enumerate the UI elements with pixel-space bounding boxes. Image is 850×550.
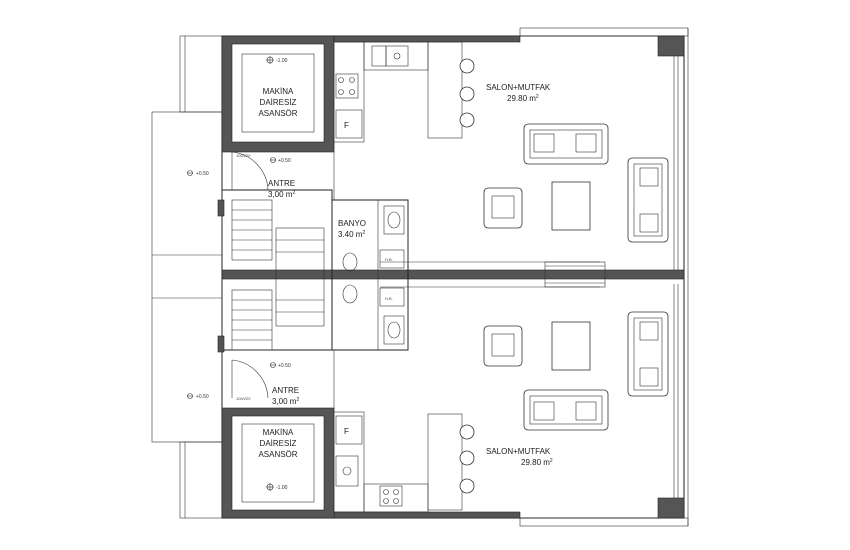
fridge-bottom-label: F — [344, 427, 349, 436]
elevator-bottom-level: -1.00 — [276, 485, 288, 491]
elevator-top-label-1: MAKİNA — [263, 87, 294, 96]
antre-bottom-area-value: 3,00 m — [272, 397, 297, 406]
elevator-bottom-label-2: DAİRESİZ — [260, 439, 297, 448]
elevator-bottom-label-3: ASANSÖR — [258, 450, 297, 459]
salon-bottom-name: SALON+MUTFAK — [486, 447, 551, 456]
entrance-top: 100/220 +0.50 +0.50 ANTRE 3,00 m2 — [187, 151, 295, 199]
hb-top-label: H.B. — [385, 257, 393, 262]
antre-bottom-area: 3,00 m2 — [272, 397, 299, 406]
salon-top-area: 29.80 m2 — [507, 94, 539, 103]
entrance-bottom: 100/220 +0.50 +0.50 ANTRE 3,00 m2 — [187, 359, 299, 406]
fridge-top-label: F — [344, 121, 349, 130]
salon-bottom-area-sup: 2 — [550, 458, 553, 464]
antre-top-name: ANTRE — [268, 179, 295, 188]
elevator-top-label-3: ASANSÖR — [258, 109, 297, 118]
left-terrace — [151, 35, 223, 519]
antre-bottom-name: ANTRE — [272, 386, 299, 395]
bathroom: H.B. H.B. BANYO 3.40 m2 — [331, 199, 409, 351]
elevator-bottom-label-1: MAKİNA — [263, 428, 294, 437]
antre-top-area-sup: 2 — [292, 190, 295, 196]
elevator-top: -1.00 MAKİNA DAİRESİZ ASANSÖR — [221, 35, 335, 153]
salon-top-area-sup: 2 — [536, 94, 539, 100]
living-furniture-top — [483, 123, 669, 243]
level-top-left: +0.50 — [196, 171, 209, 177]
inner-partitions — [333, 142, 409, 412]
door-code-bottom: 100/220 — [236, 396, 251, 401]
level-bottom-door: +0.50 — [278, 363, 291, 369]
antre-top-area-value: 3,00 m — [268, 190, 293, 199]
door-code-top: 100/220 — [236, 153, 251, 158]
salon-top-area-value: 29.80 m — [507, 94, 536, 103]
living-furniture-bottom — [483, 311, 669, 431]
banyo-area-sup: 2 — [362, 230, 365, 236]
banyo-area-value: 3.40 m — [338, 230, 363, 239]
salon-bottom-area-value: 29.80 m — [521, 458, 550, 467]
hb-bottom-label: H.B. — [385, 296, 393, 301]
antre-bottom-area-sup: 2 — [296, 397, 299, 403]
salon-top-name: SALON+MUTFAK — [486, 83, 551, 92]
banyo-name: BANYO — [338, 219, 366, 228]
elevator-top-level: -1.00 — [276, 58, 288, 64]
kitchen-bottom: F — [333, 411, 475, 513]
level-top-door: +0.50 — [278, 158, 291, 164]
banyo-area: 3.40 m2 — [338, 230, 365, 239]
level-bottom-left: +0.50 — [196, 394, 209, 400]
salon-bottom-area: 29.80 m2 — [521, 458, 553, 467]
elevator-top-label-2: DAİRESİZ — [260, 98, 297, 107]
elevator-bottom: -1.00 MAKİNA DAİRESİZ ASANSÖR — [221, 407, 335, 519]
antre-top-area: 3,00 m2 — [268, 190, 295, 199]
party-wall — [221, 261, 685, 288]
kitchen-top: F — [333, 41, 475, 143]
